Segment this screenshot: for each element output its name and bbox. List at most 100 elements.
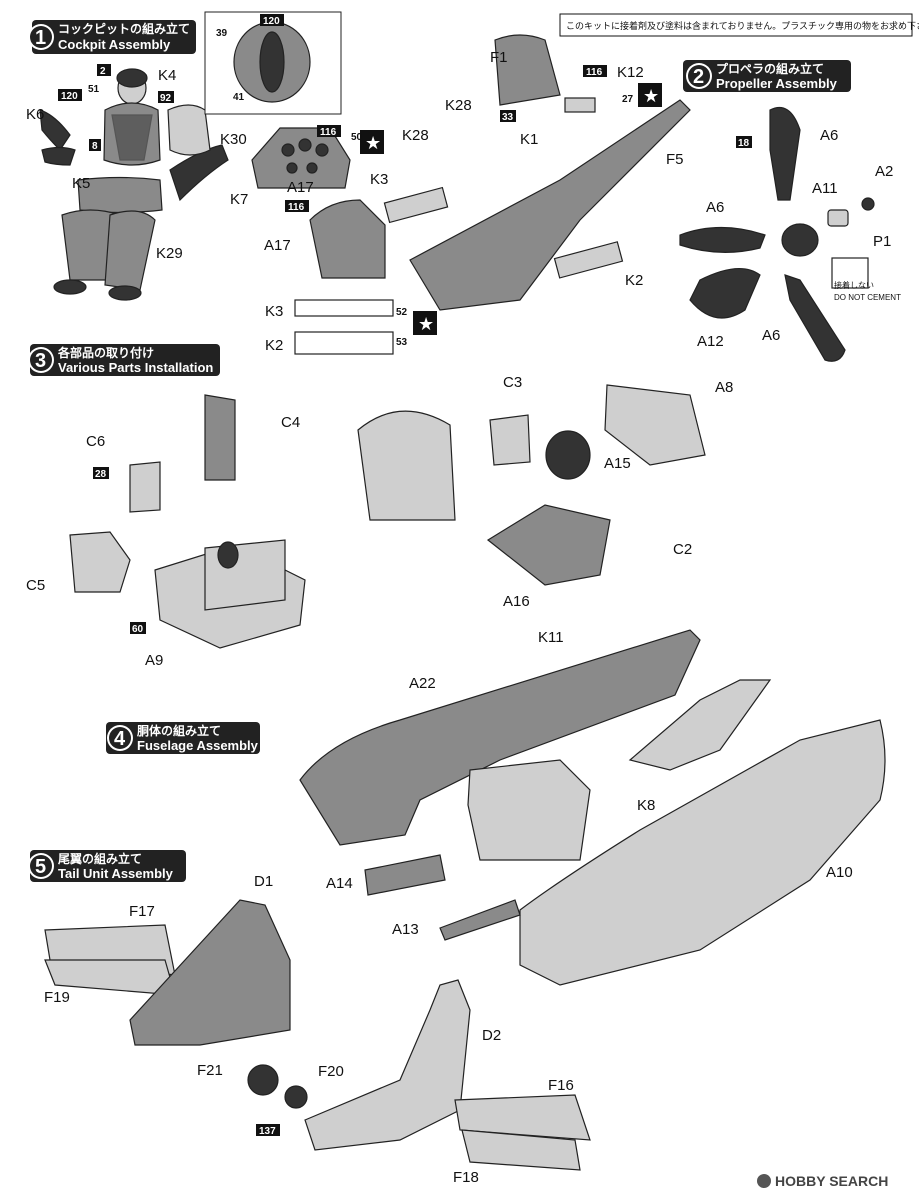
label-A10: A10 <box>826 864 853 881</box>
label-D1: D1 <box>254 873 273 890</box>
label-A6-top: A6 <box>820 127 838 144</box>
label-F1: F1 <box>490 49 508 66</box>
color-52: 52 <box>396 307 408 318</box>
color-137: 137 <box>259 1126 276 1137</box>
color-codes: 2 51 120 92 8 120 39 41 116 50 116 116 2… <box>58 14 752 1137</box>
label-K3-decal: K3 <box>265 303 283 320</box>
do-not-cement-jp: 接着しない <box>834 280 874 290</box>
notice-text: このキットに接着剤及び塗料は含まれておりません。プラスチック専用の物をお求め下さ… <box>566 20 919 32</box>
step-2-header: 2 プロペラの組み立て Propeller Assembly <box>683 60 851 92</box>
star-icon: ★ <box>365 133 381 153</box>
do-not-cement-en: DO NOT CEMENT <box>834 293 901 302</box>
label-K7: K7 <box>230 191 248 208</box>
color-116-cowl: 116 <box>288 202 305 213</box>
color-28: 28 <box>95 469 107 480</box>
color-51: 51 <box>88 84 100 95</box>
label-A11: A11 <box>812 180 838 197</box>
watermark: HOBBY SEARCH <box>757 1173 888 1189</box>
watermark-text: HOBBY SEARCH <box>775 1173 888 1189</box>
step-1-number: 1 <box>35 27 46 49</box>
label-F5: F5 <box>666 151 684 168</box>
step-4-title-en: Fuselage Assembly <box>137 738 259 753</box>
decal-strips: ★ <box>294 299 437 355</box>
label-A14: A14 <box>326 875 353 892</box>
notice-box: このキットに接着剤及び塗料は含まれておりません。プラスチック専用の物をお求め下さ… <box>559 13 919 37</box>
label-F16: F16 <box>548 1077 574 1094</box>
label-F17: F17 <box>129 903 155 920</box>
various-parts-right <box>357 384 706 586</box>
label-K2-decal: K2 <box>265 337 283 354</box>
step-2-number: 2 <box>693 66 704 88</box>
label-A12: A12 <box>697 333 724 350</box>
label-K6: K6 <box>26 106 44 123</box>
propeller <box>679 106 875 362</box>
label-A13: A13 <box>392 921 419 938</box>
label-C3: C3 <box>503 374 522 391</box>
label-A17-panel: A17 <box>287 179 314 196</box>
label-F21: F21 <box>197 1062 223 1079</box>
step-5-number: 5 <box>35 856 46 878</box>
step-5-header: 5 尾翼の組み立て Tail Unit Assembly <box>28 850 186 882</box>
label-K8: K8 <box>637 797 655 814</box>
step-3-title-en: Various Parts Installation <box>58 360 213 375</box>
label-A15: A15 <box>604 455 631 472</box>
color-27: 27 <box>622 94 634 105</box>
color-39: 39 <box>216 28 228 39</box>
color-33: 33 <box>502 112 514 123</box>
step-3-number: 3 <box>35 350 46 372</box>
do-not-cement-note: 接着しない DO NOT CEMENT <box>834 280 901 302</box>
label-A9: A9 <box>145 652 163 669</box>
step-2-title-en: Propeller Assembly <box>716 76 838 91</box>
label-A6-left: A6 <box>706 199 724 216</box>
step-3-header: 3 各部品の取り付け Various Parts Installation <box>28 344 220 376</box>
label-K29: K29 <box>156 245 183 262</box>
label-C4: C4 <box>281 414 300 431</box>
label-K30: K30 <box>220 131 247 148</box>
step-2-title-jp: プロペラの組み立て <box>716 61 824 76</box>
color-92: 92 <box>160 93 172 104</box>
various-parts-left <box>69 394 306 649</box>
label-K28-b: K28 <box>402 127 429 144</box>
label-A16: A16 <box>503 593 530 610</box>
tail-unit <box>44 899 591 1171</box>
color-41: 41 <box>233 92 245 103</box>
label-P1: P1 <box>873 233 891 250</box>
step-5-title-jp: 尾翼の組み立て <box>58 851 142 866</box>
color-116-panel: 116 <box>320 127 337 138</box>
part-A17-cowl <box>309 199 386 279</box>
helmet-inset <box>204 11 342 115</box>
color-60: 60 <box>132 624 144 635</box>
step-5-title-en: Tail Unit Assembly <box>58 866 174 881</box>
fuselage <box>299 629 886 986</box>
color-8: 8 <box>92 141 98 152</box>
step-1-title-jp: コックピットの組み立て <box>58 21 190 36</box>
label-K3-top: K3 <box>370 171 388 188</box>
label-D2: D2 <box>482 1027 501 1044</box>
color-2: 2 <box>100 66 106 77</box>
label-K12: K12 <box>617 64 644 81</box>
step-1-title-en: Cockpit Assembly <box>58 37 171 52</box>
label-C6: C6 <box>86 433 105 450</box>
label-F19: F19 <box>44 989 70 1006</box>
star-icon: ★ <box>643 86 659 106</box>
part-labels: K4 K6 K5 K29 K7 K30 A17 A17 K3 K2 F1 K12… <box>26 49 893 1186</box>
label-F20: F20 <box>318 1063 344 1080</box>
step-1-header: 1 コックピットの組み立て Cockpit Assembly <box>28 20 196 54</box>
step-3-title-jp: 各部品の取り付け <box>57 345 154 360</box>
color-18: 18 <box>738 138 750 149</box>
label-A17-cowl: A17 <box>264 237 291 254</box>
label-A8: A8 <box>715 379 733 396</box>
step-4-header: 4 胴体の組み立て Fuselage Assembly <box>106 722 260 754</box>
label-K28-a: K28 <box>445 97 472 114</box>
star-icon: ★ <box>418 314 434 334</box>
label-A2: A2 <box>875 163 893 180</box>
color-53: 53 <box>396 337 408 348</box>
pilot-figure <box>39 68 229 301</box>
color-116-seat: 116 <box>586 67 603 78</box>
label-A22: A22 <box>409 675 436 692</box>
label-C2: C2 <box>673 541 692 558</box>
cockpit-floor: ★ <box>383 34 691 311</box>
instrument-panel: ★ <box>251 127 384 189</box>
label-K5: K5 <box>72 175 90 192</box>
